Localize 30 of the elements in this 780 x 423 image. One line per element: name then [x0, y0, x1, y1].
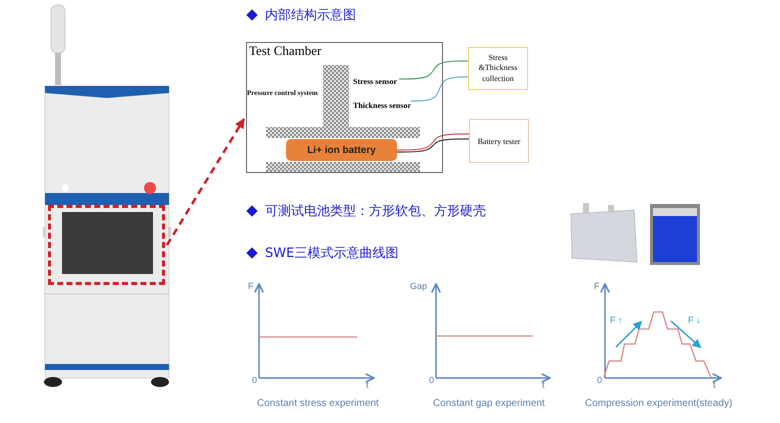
arrow [166, 118, 246, 246]
chart-caption: Constant stress experiment [257, 398, 379, 409]
wire [396, 138, 470, 152]
chart-caption: Constant gap experiment [433, 398, 545, 409]
axis-label: t [366, 380, 369, 390]
test-chamber-box [246, 42, 443, 173]
axis-label: F [594, 281, 600, 291]
trend-label: F ↑ [610, 315, 622, 325]
section-heading: 内部结构示意图 [265, 7, 356, 24]
section-heading: SWE三模式示意曲线图 [265, 245, 398, 262]
tester-box: Battery tester [469, 119, 529, 163]
chart-caption: Compression experiment(steady) [585, 398, 732, 409]
axis-label: F [248, 281, 254, 291]
wire [410, 76, 468, 102]
wire [396, 134, 470, 150]
axis-label: 0 [597, 375, 602, 385]
chamber-title: Test Chamber [249, 43, 322, 59]
sensor-label: Stress sensor [353, 77, 398, 86]
sensor-label: Thickness sensor [353, 101, 412, 110]
collection-box: Stress &Thickness collection [468, 47, 528, 90]
axis-label: t [542, 380, 545, 390]
battery-box: Li+ ion battery [286, 139, 397, 161]
axis-label: t [713, 380, 716, 390]
axis-label: 0 [429, 375, 434, 385]
wire [398, 60, 468, 80]
section-heading: 可测试电池类型：方形软包、方形硬壳 [265, 203, 486, 220]
axis-label: Gap [410, 281, 428, 291]
highlight-box [48, 205, 165, 285]
axis-label: 0 [252, 375, 258, 385]
trend-label: F ↓ [688, 315, 700, 325]
